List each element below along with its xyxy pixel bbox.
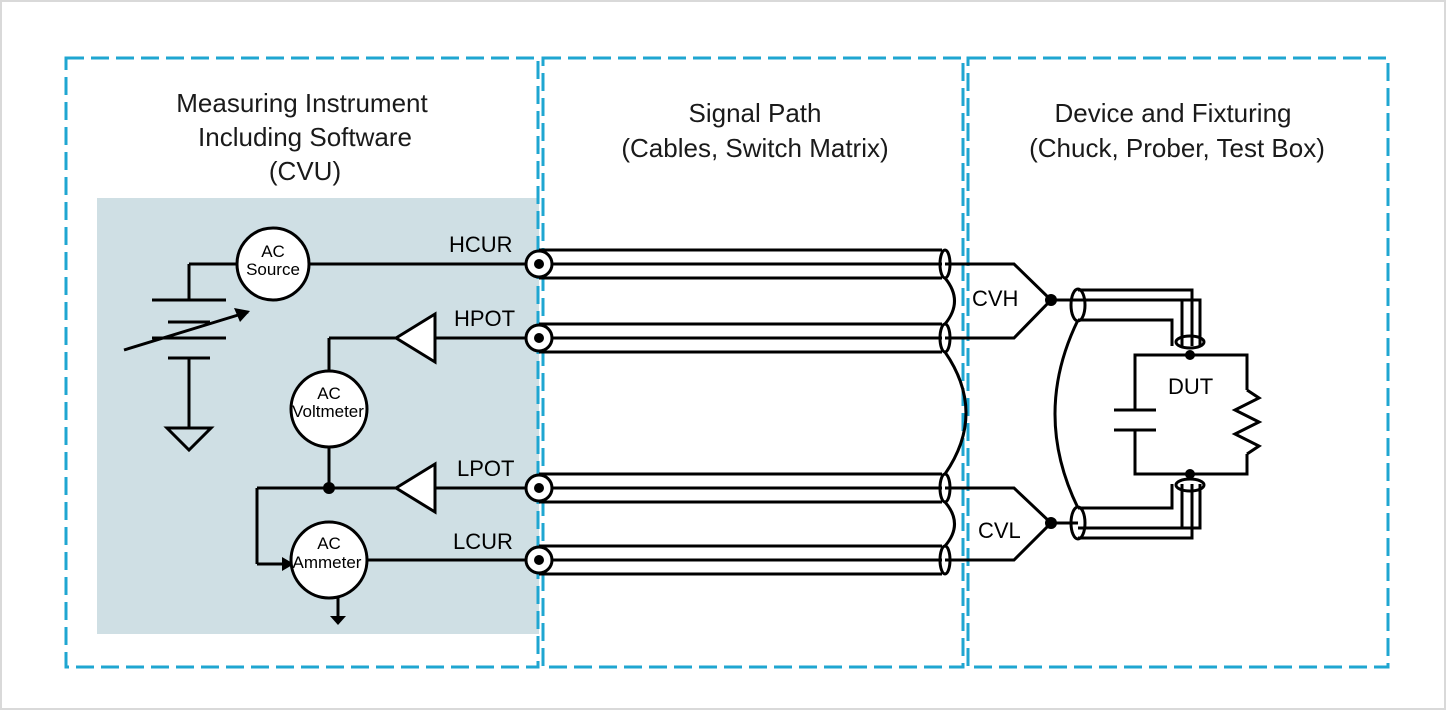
device-region-border [966,56,1390,669]
instrument-region-border [64,56,540,669]
instrument-heading-line3: (CVU) [269,156,341,186]
hpot-amplifier-icon [393,311,437,365]
ac-source: AC Source [235,226,311,302]
shield-connections [943,277,968,547]
lcur-coax-cable [539,544,952,576]
ac-source-label-line2: Source [246,260,300,279]
lpot-junction-dot [323,482,335,494]
resistor-icon [1231,388,1263,456]
ac-source-label-line1: AC [261,242,285,261]
region-borders [64,56,1390,669]
lpot-coax-cable [539,472,952,504]
signal-path-region-border [541,56,965,669]
dut-network [1133,353,1249,476]
hcur-label: HCUR [449,232,513,257]
ac-voltmeter: AC Voltmeter [289,369,369,449]
signal-heading-line2: (Cables, Switch Matrix) [621,133,888,163]
chuck-shield-link [1053,319,1080,509]
bnc-connector-icon [524,249,554,575]
ground-icon [163,426,215,453]
cvl-label: CVL [978,518,1021,543]
capacitor-icon [1114,408,1156,432]
lower-probe-cable [1069,469,1206,541]
ac-ammeter-label-line1: AC [317,534,341,553]
ac-ammeter: AC Ammeter [289,520,369,600]
upper-probe-cable [1069,287,1206,360]
instrument-heading-line1: Measuring Instrument [176,88,428,118]
battery-icon [123,264,250,428]
dut-label: DUT [1168,374,1213,399]
ac-ammeter-label-line2: Ammeter [293,553,362,572]
ac-voltmeter-label-line1: AC [317,384,341,403]
instrument-heading-line2: Including Software [198,122,412,152]
device-heading-line1: Device and Fixturing [1055,98,1292,128]
hpot-coax-cable [539,322,952,354]
ammeter-ground-icon [330,598,346,625]
hpot-label: HPOT [454,306,515,331]
ac-voltmeter-label-line2: Voltmeter [292,402,364,421]
device-heading-line2: (Chuck, Prober, Test Box) [1029,133,1325,163]
lpot-label: LPOT [457,456,514,481]
signal-heading-line1: Signal Path [689,98,822,128]
cvh-label: CVH [972,286,1018,311]
lcur-label: LCUR [453,529,513,554]
hcur-coax-cable [539,248,952,280]
